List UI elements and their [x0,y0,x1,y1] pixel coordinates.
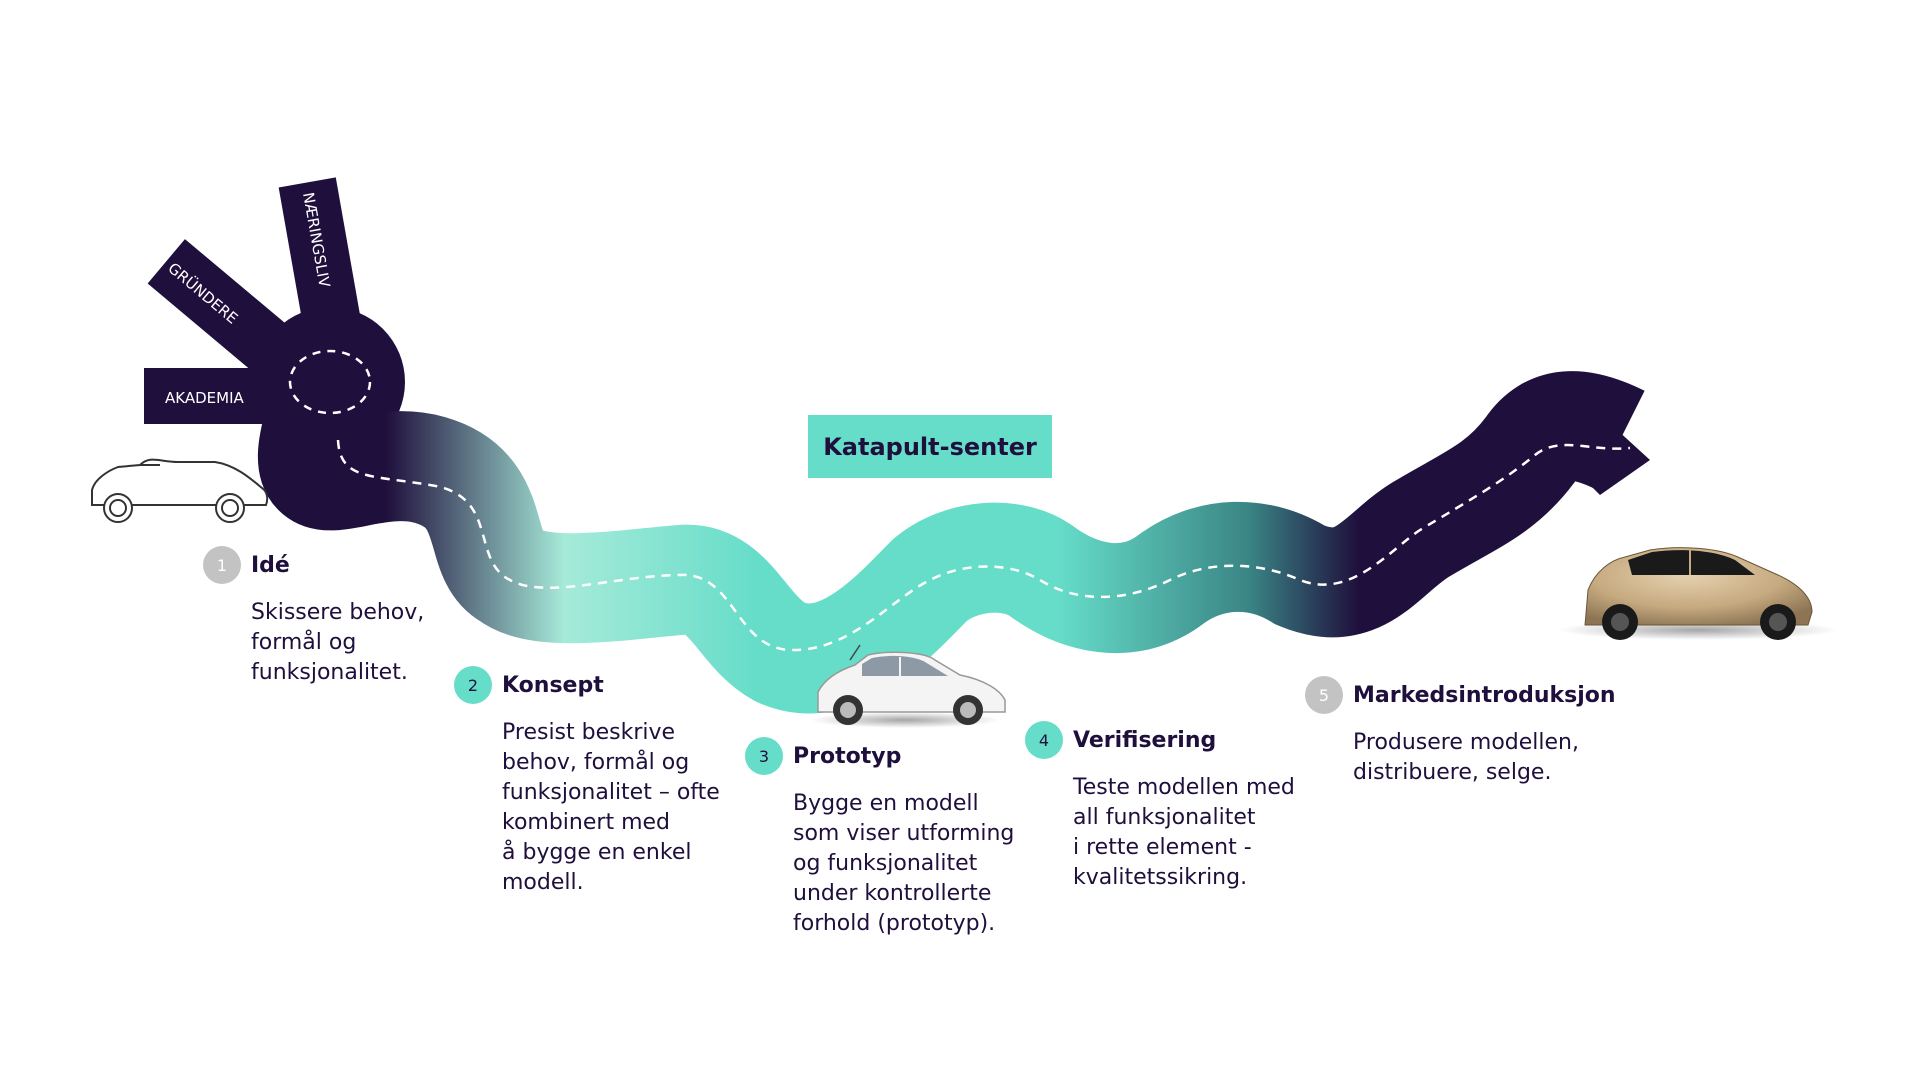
road-end-arrow [1580,428,1650,495]
road-label-akademia: AKADEMIA [165,389,244,407]
step-description: Skissere behov, formål og funksjonalitet… [251,600,425,685]
step-4-verifisering: 4 Verifisering Teste modellen med all fu… [1025,721,1295,893]
step-description: Teste modellen med all funksjonalitet i … [1073,775,1295,890]
step-title: Markedsintroduksjon [1353,682,1616,708]
step-2-konsept: 2 Konsept Presist beskrive behov, formål… [454,666,720,898]
step-description: Bygge en modell som viser utforming og f… [793,791,1015,936]
step-description: Produsere modellen, distribuere, selge. [1353,730,1579,785]
outline-car-icon [91,458,269,523]
step-title: Prototyp [793,743,902,769]
katapult-center-label: Katapult-senter [808,415,1052,478]
step-number-badge: 2 [454,666,492,704]
step-title: Konsept [502,672,604,698]
step-3-prototyp: 3 Prototyp Bygge en modell som viser utf… [745,737,1014,939]
step-number-badge: 5 [1305,676,1343,714]
road-centerline [336,439,1631,652]
gold-car-icon [1558,547,1838,640]
road-naeringsliv: NÆRINGSLIV [278,177,364,346]
step-number-badge: 1 [203,546,241,584]
step-title: Verifisering [1073,727,1217,753]
step-description: Presist beskrive behov, formål og funksj… [502,720,720,895]
step-number-badge: 4 [1025,721,1063,759]
step-5-markedsintroduksjon: 5 Markedsintroduksjon Produsere modellen… [1305,676,1616,788]
roundabout-dashes [288,349,372,415]
white-car-icon [810,644,1006,728]
step-number-badge: 3 [745,737,783,775]
step-title: Idé [251,552,290,578]
step-1-ide: 1 Idé Skissere behov, formål og funksjon… [203,546,424,688]
